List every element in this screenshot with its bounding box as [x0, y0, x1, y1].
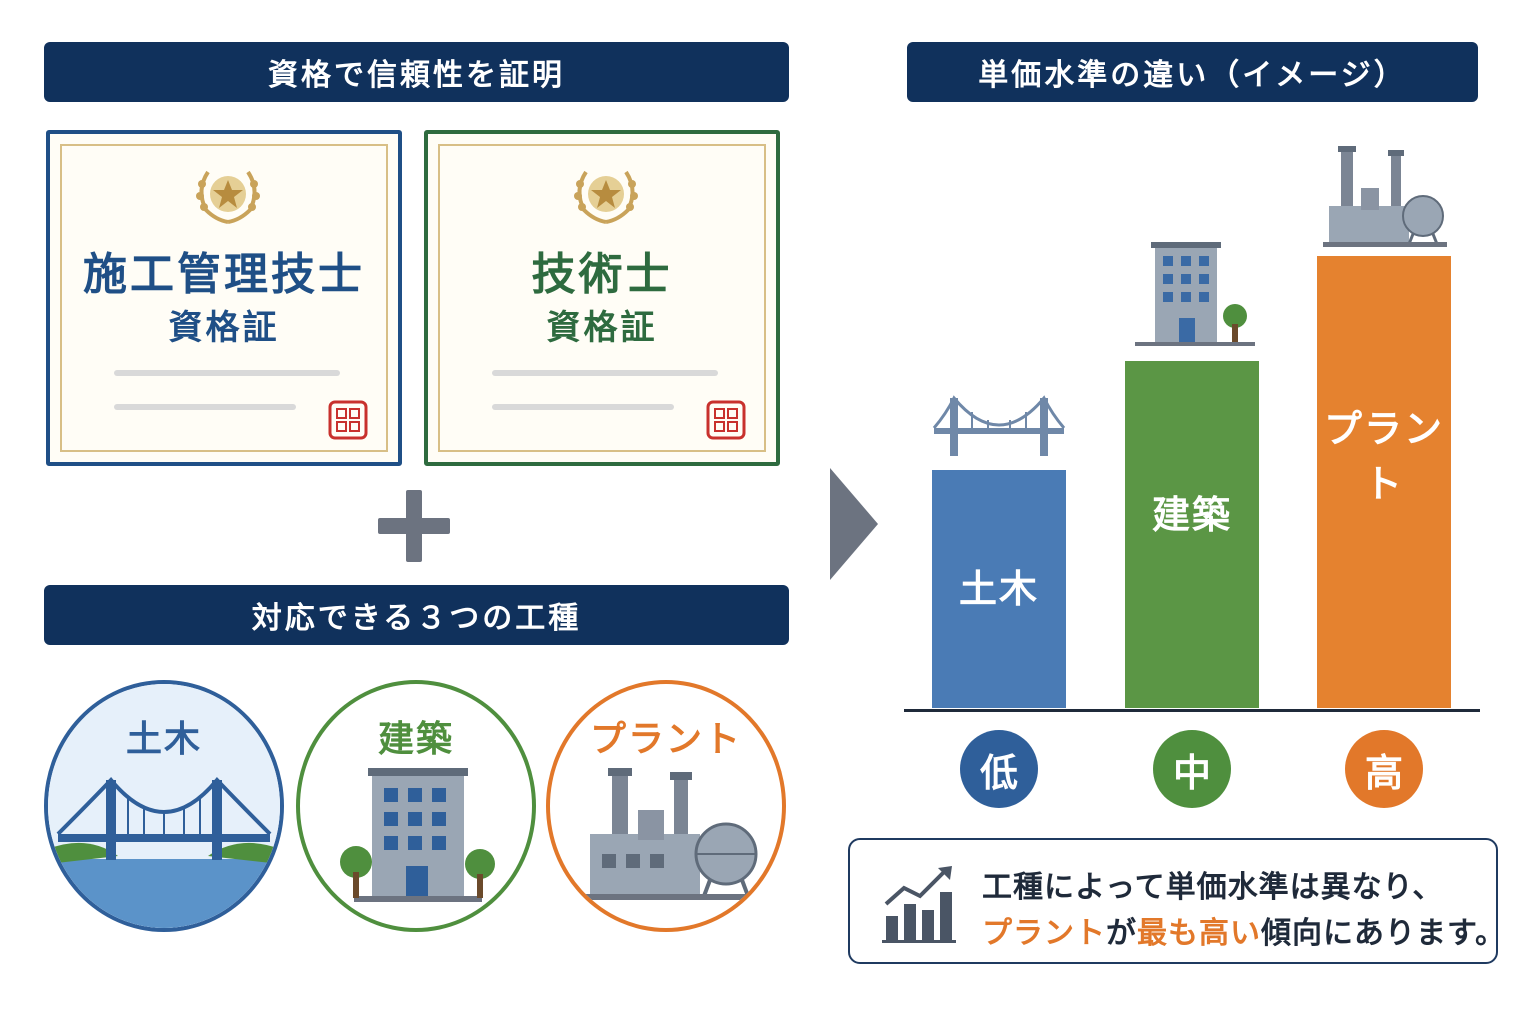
certificate-line: [114, 404, 296, 410]
work-type-label: プラント: [589, 719, 742, 760]
arrow-right-icon: [830, 468, 878, 580]
note-highlight-plant: プラント: [982, 916, 1106, 951]
building-icon: [1135, 242, 1255, 346]
certificate-title: 施工管理技士: [83, 249, 365, 300]
work-type-label: 建築: [377, 719, 454, 760]
price-level-banner-text: 単価水準の違い（イメージ）: [978, 58, 1407, 93]
note-box: 工種によって単価水準は異なり、 プラントが最も高い傾向にあります。: [848, 838, 1505, 964]
note-line-1: 工種によって単価水準は異なり、: [982, 870, 1444, 905]
certificate-title: 技術士: [531, 249, 673, 300]
note-highlight-highest: 最も高い: [1137, 916, 1261, 951]
work-type-plant: プラント: [546, 680, 786, 932]
certificate-line: [492, 404, 674, 410]
bridge-icon: [48, 684, 280, 928]
factory-icon: [580, 768, 760, 900]
seal-stamp-icon: [706, 400, 746, 440]
note-line-2: プラントが最も高い傾向にあります。: [982, 908, 1506, 952]
factory-icon: [1323, 146, 1447, 247]
certificate-inner-frame: [438, 144, 766, 452]
plus-icon: [378, 490, 450, 562]
work-type-label: 土木: [125, 719, 202, 760]
chart-baseline: [904, 709, 1480, 712]
certificate-sekou-kanri: 施工管理技士 資格証: [46, 130, 402, 466]
work-types-banner: 対応できる３つの工種: [44, 585, 789, 645]
building-icon: [340, 768, 495, 902]
seal-stamp-icon: [328, 400, 368, 440]
level-medium: 中: [1153, 730, 1231, 808]
laurel-star-icon: [574, 170, 638, 224]
certificate-line: [114, 370, 340, 376]
work-type-building: 建築: [296, 680, 536, 932]
bar-building: [1125, 361, 1259, 708]
bridge-icon: [932, 395, 1066, 456]
price-level-banner: 単価水準の違い（イメージ）: [907, 42, 1478, 102]
note-particle: が: [1106, 916, 1137, 951]
level-high: 高: [1345, 730, 1423, 808]
growth-chart-icon: [882, 866, 956, 943]
bar-civil: [932, 470, 1066, 708]
certificate-inner-frame: [60, 144, 388, 452]
credentials-banner: 資格で信頼性を証明: [44, 42, 789, 102]
bar-label-building: 建築: [1151, 493, 1232, 537]
bar-plant: [1317, 256, 1451, 708]
level-low: 低: [960, 730, 1038, 808]
price-level-chart: [904, 130, 1480, 720]
certificate-subtitle: 資格証: [168, 308, 280, 348]
certificate-subtitle: 資格証: [546, 308, 658, 348]
work-types-banner-text: 対応できる３つの工種: [251, 601, 582, 636]
bar-label-civil: 土木: [958, 567, 1039, 611]
certificate-gijutsushi: 技術士 資格証: [424, 130, 780, 466]
certificate-line: [492, 370, 718, 376]
bar-label-plant: プラント: [1323, 407, 1444, 506]
work-type-civil: 土木: [44, 680, 284, 932]
laurel-star-icon: [196, 170, 260, 224]
note-rest: 傾向にあります。: [1261, 916, 1506, 951]
credentials-banner-text: 資格で信頼性を証明: [268, 58, 565, 93]
